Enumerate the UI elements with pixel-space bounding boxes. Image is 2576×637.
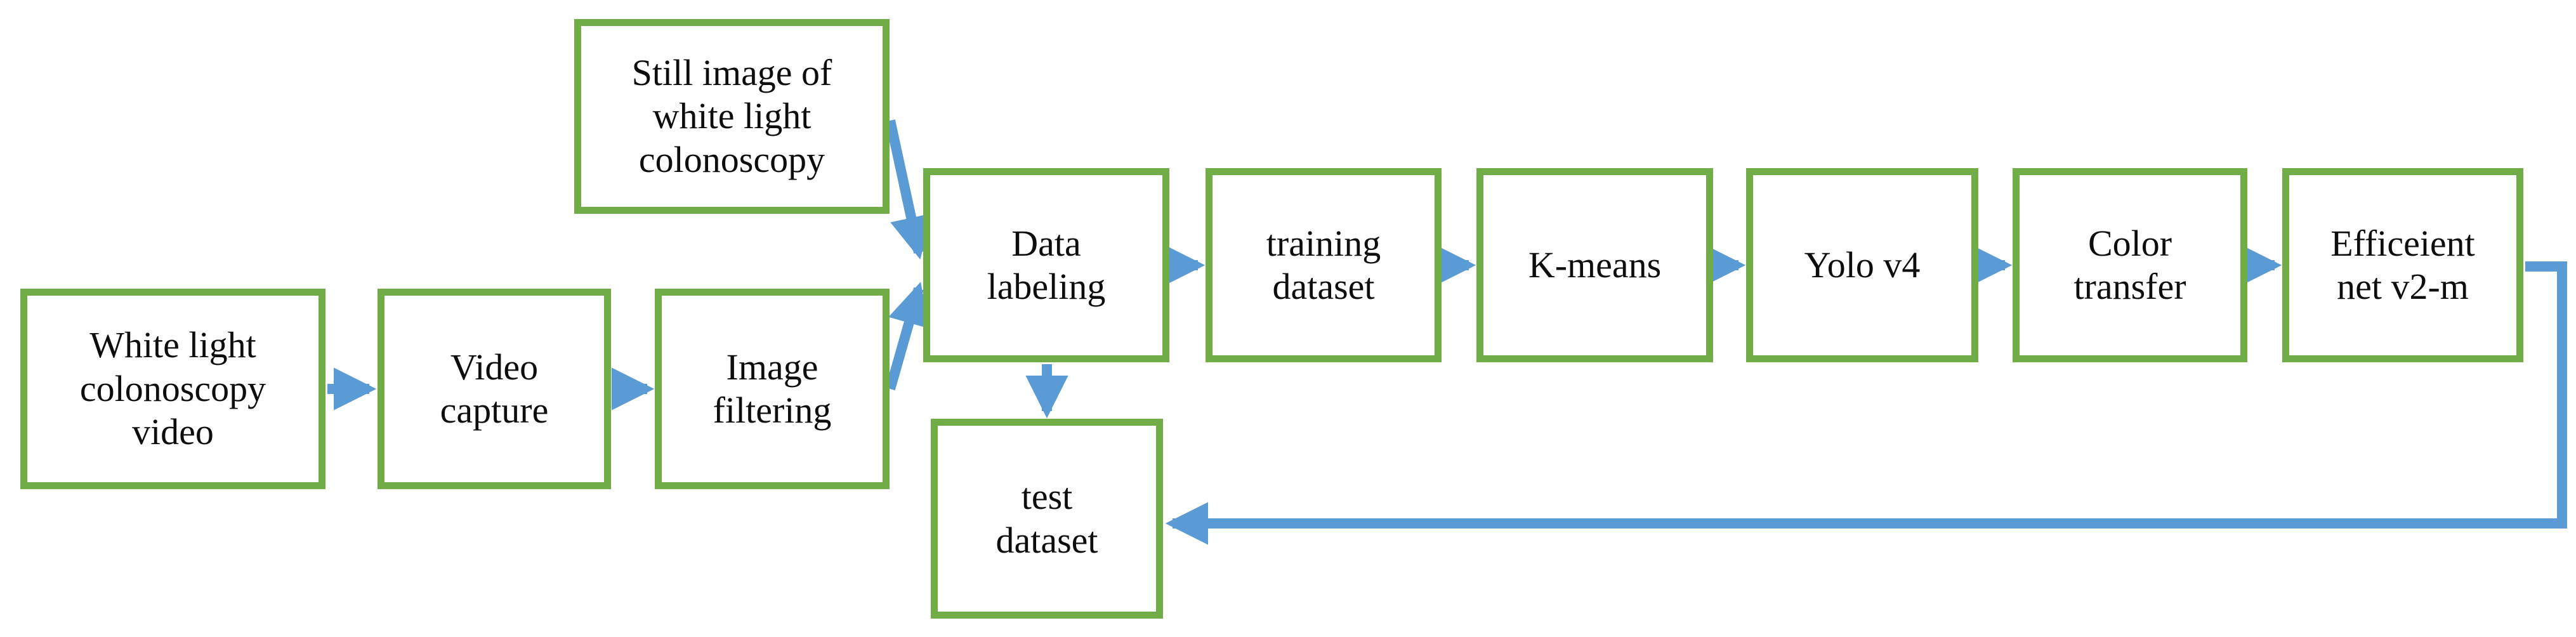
node-still-image-of-white-light-colonoscopy[interactable]: Still image of white light colonoscopy bbox=[574, 19, 890, 214]
node-color-transfer[interactable]: Color transfer bbox=[2013, 168, 2247, 362]
node-label: training dataset bbox=[1266, 222, 1381, 307]
node-video-capture[interactable]: Video capture bbox=[378, 289, 611, 489]
node-k-means[interactable]: K-means bbox=[1476, 168, 1713, 362]
node-image-filtering[interactable]: Image filtering bbox=[655, 289, 890, 489]
node-label: Color transfer bbox=[2073, 222, 2186, 307]
node-data-labeling[interactable]: Data labeling bbox=[923, 168, 1169, 362]
node-white-light-colonoscopy-video[interactable]: White light colonoscopy video bbox=[20, 289, 325, 489]
node-label: Image filtering bbox=[713, 346, 832, 431]
edge-stillimage-to-datalabeling bbox=[885, 119, 932, 259]
node-efficeient-net-v2-m[interactable]: Efficeient net v2-m bbox=[2282, 168, 2523, 362]
node-yolo-v4[interactable]: Yolo v4 bbox=[1746, 168, 1978, 362]
edge-imagefilter-to-datalabeling bbox=[885, 282, 930, 391]
node-label: White light colonoscopy video bbox=[79, 324, 266, 453]
node-label: Video capture bbox=[440, 346, 549, 431]
node-test-dataset[interactable]: test dataset bbox=[931, 419, 1163, 619]
node-label: K-means bbox=[1528, 244, 1662, 286]
node-label: Yolo v4 bbox=[1804, 244, 1921, 286]
node-label: Still image of white light colonoscopy bbox=[631, 51, 832, 180]
node-label: Data labeling bbox=[987, 222, 1106, 307]
node-label: test dataset bbox=[996, 476, 1098, 561]
node-training-dataset[interactable]: training dataset bbox=[1206, 168, 1442, 362]
node-label: Efficeient net v2-m bbox=[2330, 222, 2475, 307]
